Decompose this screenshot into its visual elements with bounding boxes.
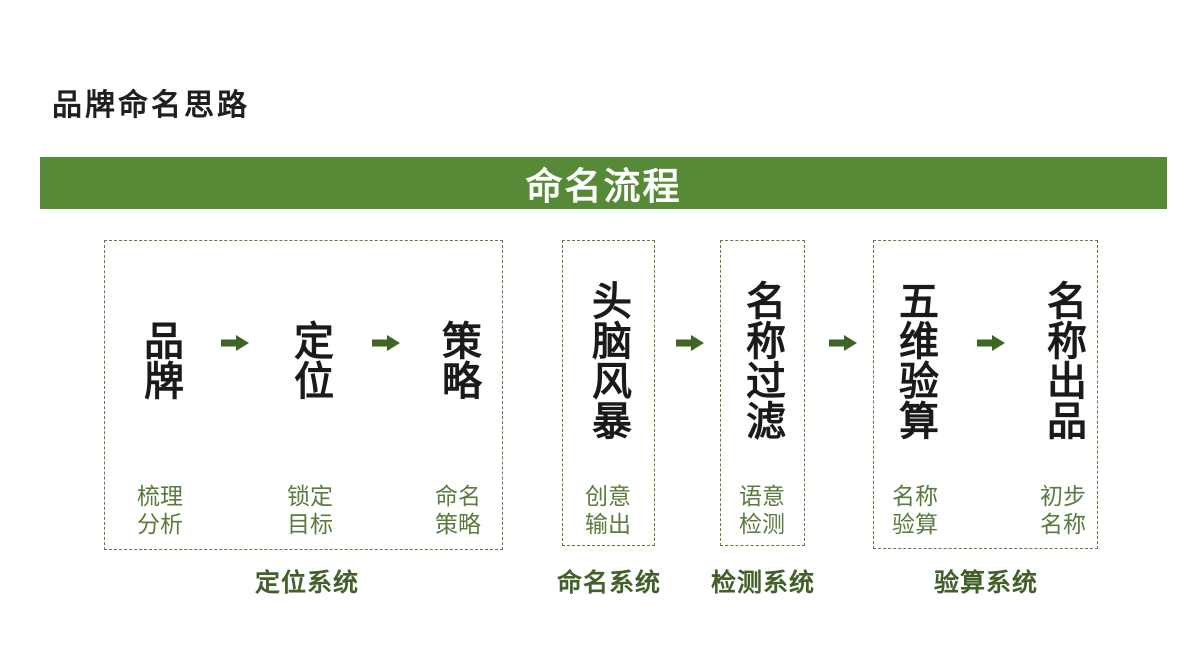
page-title: 品牌命名思路 [52,89,250,122]
stage-main-text: 五维验算 [893,280,937,440]
group-box-positioning-system [104,240,503,550]
stage-main-wrap: 头脑风暴 [586,240,630,480]
stage-five-dim-check: 五维验算 名称 验算 [855,240,975,546]
stage-main-text: 头脑风暴 [586,280,630,440]
stage-main-text: 品牌 [138,320,182,400]
arrow-right-icon [676,335,704,351]
stage-main-wrap: 名称出品 [1041,240,1085,480]
group-box-testing-system [720,240,805,546]
group-label-naming-system: 命名系统 [556,569,661,597]
arrow-right-icon [372,335,400,351]
group-box-checking-system [873,240,1098,549]
arrow-right-icon [221,335,249,351]
arrow-right-icon [977,335,1005,351]
stage-main-wrap: 品牌 [138,240,182,480]
group-label-checking-system: 验算系统 [933,569,1038,597]
group-label-testing-system: 检测系统 [710,569,815,597]
stage-sub-text: 创意 输出 [585,483,631,537]
stage-strategy: 策略 命名 策略 [398,240,518,546]
stage-positioning: 定位 锁定 目标 [250,240,370,546]
stage-sub-text: 锁定 目标 [287,483,333,537]
stage-main-text: 策略 [436,320,480,400]
stage-main-wrap: 定位 [288,240,332,480]
stage-main-wrap: 五维验算 [893,240,937,480]
stage-main-text: 名称过滤 [740,280,784,440]
stage-sub-text: 梳理 分析 [137,483,183,537]
stage-name-output: 名称出品 初步 名称 [1003,240,1123,546]
stage-sub-text: 名称 验算 [892,483,938,537]
stage-main-wrap: 策略 [436,240,480,480]
stage-sub-text: 语意 检测 [739,483,785,537]
stage-name-filter: 名称过滤 语意 检测 [702,240,822,546]
group-label-positioning-system: 定位系统 [254,569,359,597]
stage-main-text: 定位 [288,320,332,400]
banner-title: 命名流程 [525,166,682,207]
stage-brand: 品牌 梳理 分析 [100,240,220,546]
group-box-naming-system [562,240,655,546]
process-banner: 命名流程 [40,157,1167,209]
stage-main-wrap: 名称过滤 [740,240,784,480]
stage-brainstorm: 头脑风暴 创意 输出 [548,240,668,546]
stage-sub-text: 初步 名称 [1040,483,1086,537]
stage-main-text: 名称出品 [1041,280,1085,440]
arrow-right-icon [829,335,857,351]
stage-sub-text: 命名 策略 [435,483,481,537]
